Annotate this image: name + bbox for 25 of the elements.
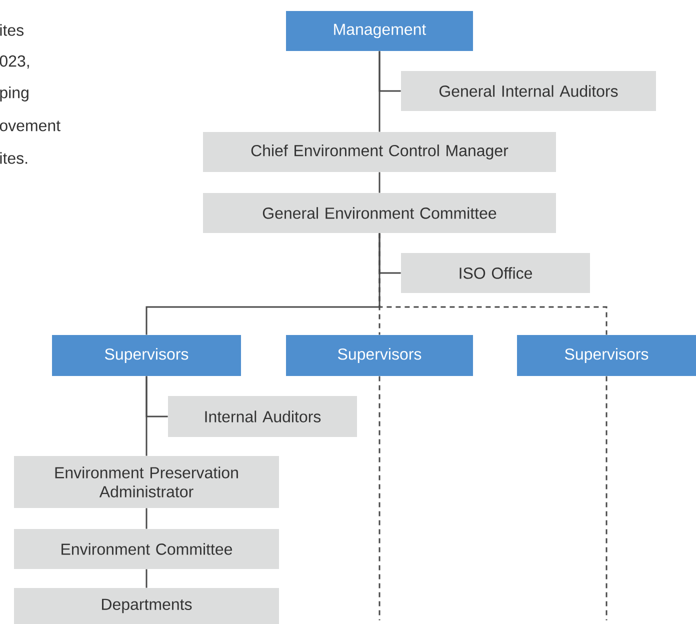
unit-box: Departments: [14, 588, 279, 624]
connector: [146, 508, 148, 529]
role-box: Supervisors: [517, 335, 696, 376]
text-fragment: ovement: [0, 120, 60, 132]
role-box: Supervisors: [286, 335, 473, 376]
dashed-connector: [378, 376, 380, 620]
connector: [146, 569, 148, 588]
connector: [378, 51, 380, 132]
role-box: Supervisors: [52, 335, 241, 376]
connector: [146, 376, 148, 456]
role-box: Management: [286, 11, 473, 51]
text-fragment: ites: [0, 24, 24, 36]
unit-box: ISO Office: [401, 253, 590, 293]
text-fragment: 023,: [0, 55, 29, 69]
dashed-connector: [606, 376, 608, 620]
connector: [146, 233, 380, 335]
text-fragment: ites.: [0, 152, 28, 164]
text-fragment: ping: [0, 86, 28, 102]
unit-box: General Internal Auditors: [401, 71, 656, 111]
unit-box: Internal Auditors: [168, 396, 357, 437]
unit-box: General Environment Committee: [203, 193, 556, 233]
unit-box: Chief Environment Control Manager: [203, 132, 556, 172]
unit-box: Environment Committee: [14, 529, 279, 569]
unit-box: Environment Preservation Administrator: [14, 456, 279, 508]
connector: [378, 172, 380, 193]
